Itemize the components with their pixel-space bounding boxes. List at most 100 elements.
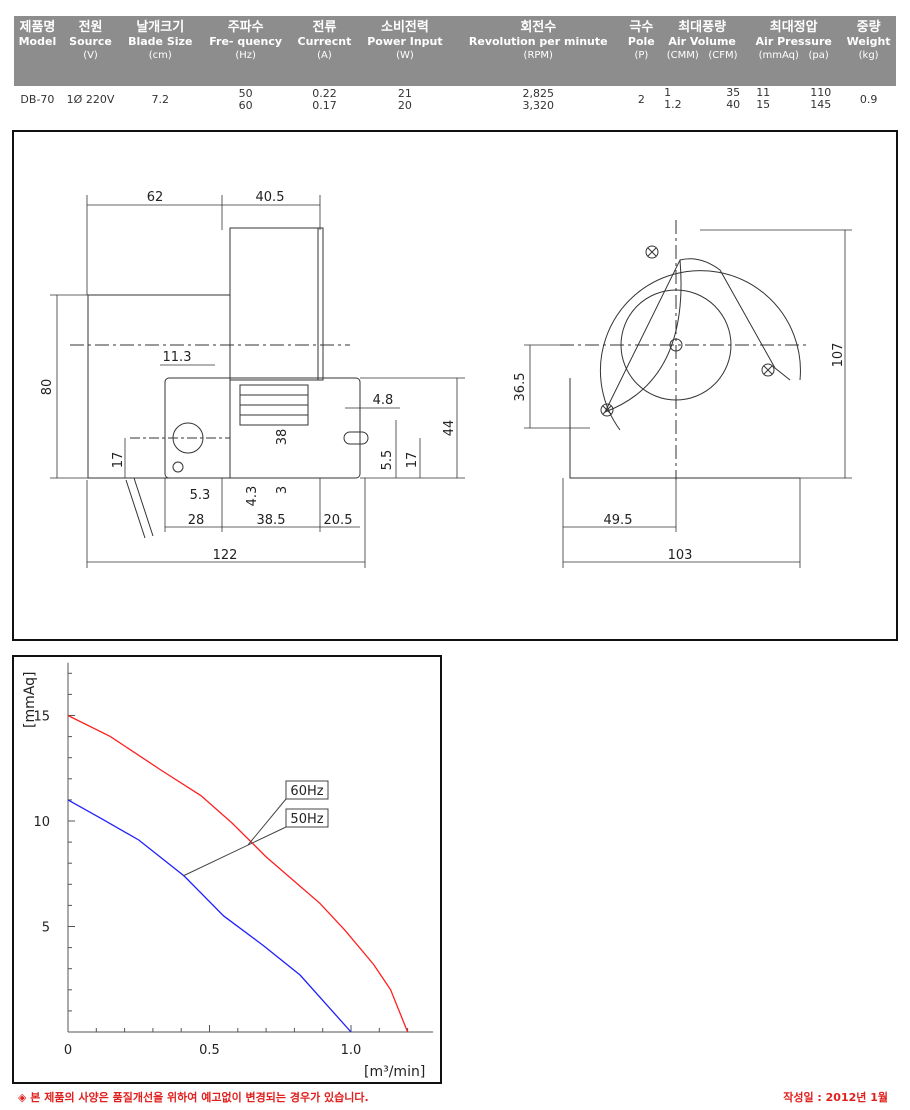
header-en: Revolution per minute: [468, 35, 608, 48]
header-unit: (kg): [858, 50, 879, 61]
dim-3: 3: [275, 486, 290, 494]
dim-4-3: 4.3: [245, 486, 260, 507]
mmaq-50: 11: [756, 86, 771, 99]
header-ko: 중량: [856, 20, 881, 35]
legend-leader-60Hz: [247, 798, 287, 846]
cell-weight: 0.9: [859, 93, 878, 106]
header-unit: (W): [396, 50, 414, 61]
dimension-drawing: 62 40.5 80 11.3 4.8 44 38 17 5.5 17 4.3 …: [12, 130, 898, 641]
header-unit: (RPM): [523, 50, 553, 61]
header-ko: 주파수: [227, 20, 264, 35]
header-unit: (P): [634, 50, 649, 61]
dim-17-left: 17: [111, 452, 126, 469]
freq-60: 60: [238, 99, 253, 112]
footer-date: 작성일 : 2012년 1월: [783, 1091, 888, 1104]
legend-box-60Hz: [285, 780, 329, 800]
header-ko: 전원: [78, 20, 103, 35]
screw-hole: [172, 461, 184, 473]
dim-5-3: 5.3: [190, 488, 211, 503]
dim-20-5: 20.5: [324, 513, 353, 528]
cell-blade: 7.2: [151, 93, 170, 106]
legend-label-50Hz: 50Hz: [290, 812, 323, 827]
legend-label-60Hz: 60Hz: [290, 784, 323, 799]
pa-60: 145: [810, 98, 832, 111]
header-unit: (mmAq) (pa): [758, 50, 829, 61]
dim-49-5: 49.5: [604, 513, 633, 528]
screw-top: [645, 245, 659, 259]
side-dimension-lines: [50, 195, 465, 568]
cell-model: DB-70: [20, 93, 55, 106]
y-tick-label: 10: [33, 815, 50, 830]
x-tick-label: 0.5: [199, 1043, 220, 1058]
header-en: Fre- quency: [209, 35, 283, 48]
cmm-60: 1.2: [664, 98, 682, 111]
motor-body: [87, 294, 231, 479]
header-en: Air Pressure: [755, 35, 832, 48]
y-tick-label: 5: [42, 921, 50, 936]
cmm-50: 1: [664, 86, 672, 99]
bracket-arm: [604, 258, 791, 413]
dimension-labels: 62 40.5 80 11.3 4.8 44 38 17 5.5 17 4.3 …: [40, 190, 846, 563]
pa-50: 110: [810, 86, 832, 99]
header-en: Blade Size: [128, 35, 193, 48]
footer-note: ◈ 본 제품의 사양은 품질개선을 위하여 예고없이 변경되는 경우가 있습니다…: [18, 1091, 369, 1104]
header-en: Weight: [846, 35, 891, 48]
dim-38: 38: [275, 429, 290, 446]
header-en: Power Input: [367, 35, 443, 48]
front-view: [560, 220, 810, 480]
header-en: Pole: [627, 35, 655, 48]
scroll-housing: [599, 270, 801, 431]
cell-source: 1Ø 220V: [66, 93, 115, 106]
rpm-60: 3,320: [522, 99, 555, 112]
header-ko: 극수: [629, 20, 654, 35]
header-en: Model: [18, 35, 57, 48]
header-unit: (A): [317, 50, 332, 61]
mount-bracket: [164, 377, 361, 479]
cfm-50: 35: [726, 86, 741, 99]
header-en: Air Volume: [668, 35, 736, 48]
header-ko: 전류: [312, 20, 337, 35]
header-unit: (V): [83, 50, 98, 61]
header-ko: 최대풍량: [678, 20, 727, 35]
cell-airpressure: 11 110 15 145: [746, 86, 841, 112]
dim-11-3: 11.3: [163, 350, 192, 365]
dim-107: 107: [831, 343, 846, 368]
y-tick-label: 15: [33, 710, 50, 725]
dim-44: 44: [442, 420, 457, 437]
header-unit: (cm): [148, 50, 172, 61]
series-line-60Hz: [67, 714, 409, 1033]
cell-airvolume: 1 35 1.2 40: [658, 86, 746, 112]
dim-36-5: 36.5: [513, 373, 528, 402]
cfm-60: 40: [726, 98, 741, 111]
x-tick-label: 1.0: [341, 1043, 362, 1058]
x-tick-label: 0: [64, 1043, 72, 1058]
screw-right: [761, 363, 775, 377]
mount-slot: [343, 431, 369, 445]
legend-leader-50Hz: [182, 826, 287, 877]
header-ko: 회전수: [520, 20, 557, 35]
dim-122: 122: [213, 548, 238, 563]
motor-housing: [229, 227, 324, 381]
side-view: [70, 227, 369, 539]
mmaq-60: 15: [756, 98, 771, 111]
header-en: Source: [69, 35, 112, 48]
power-50: 21: [397, 87, 412, 100]
dim-80: 80: [40, 379, 55, 396]
dim-5-5: 5.5: [380, 450, 395, 471]
